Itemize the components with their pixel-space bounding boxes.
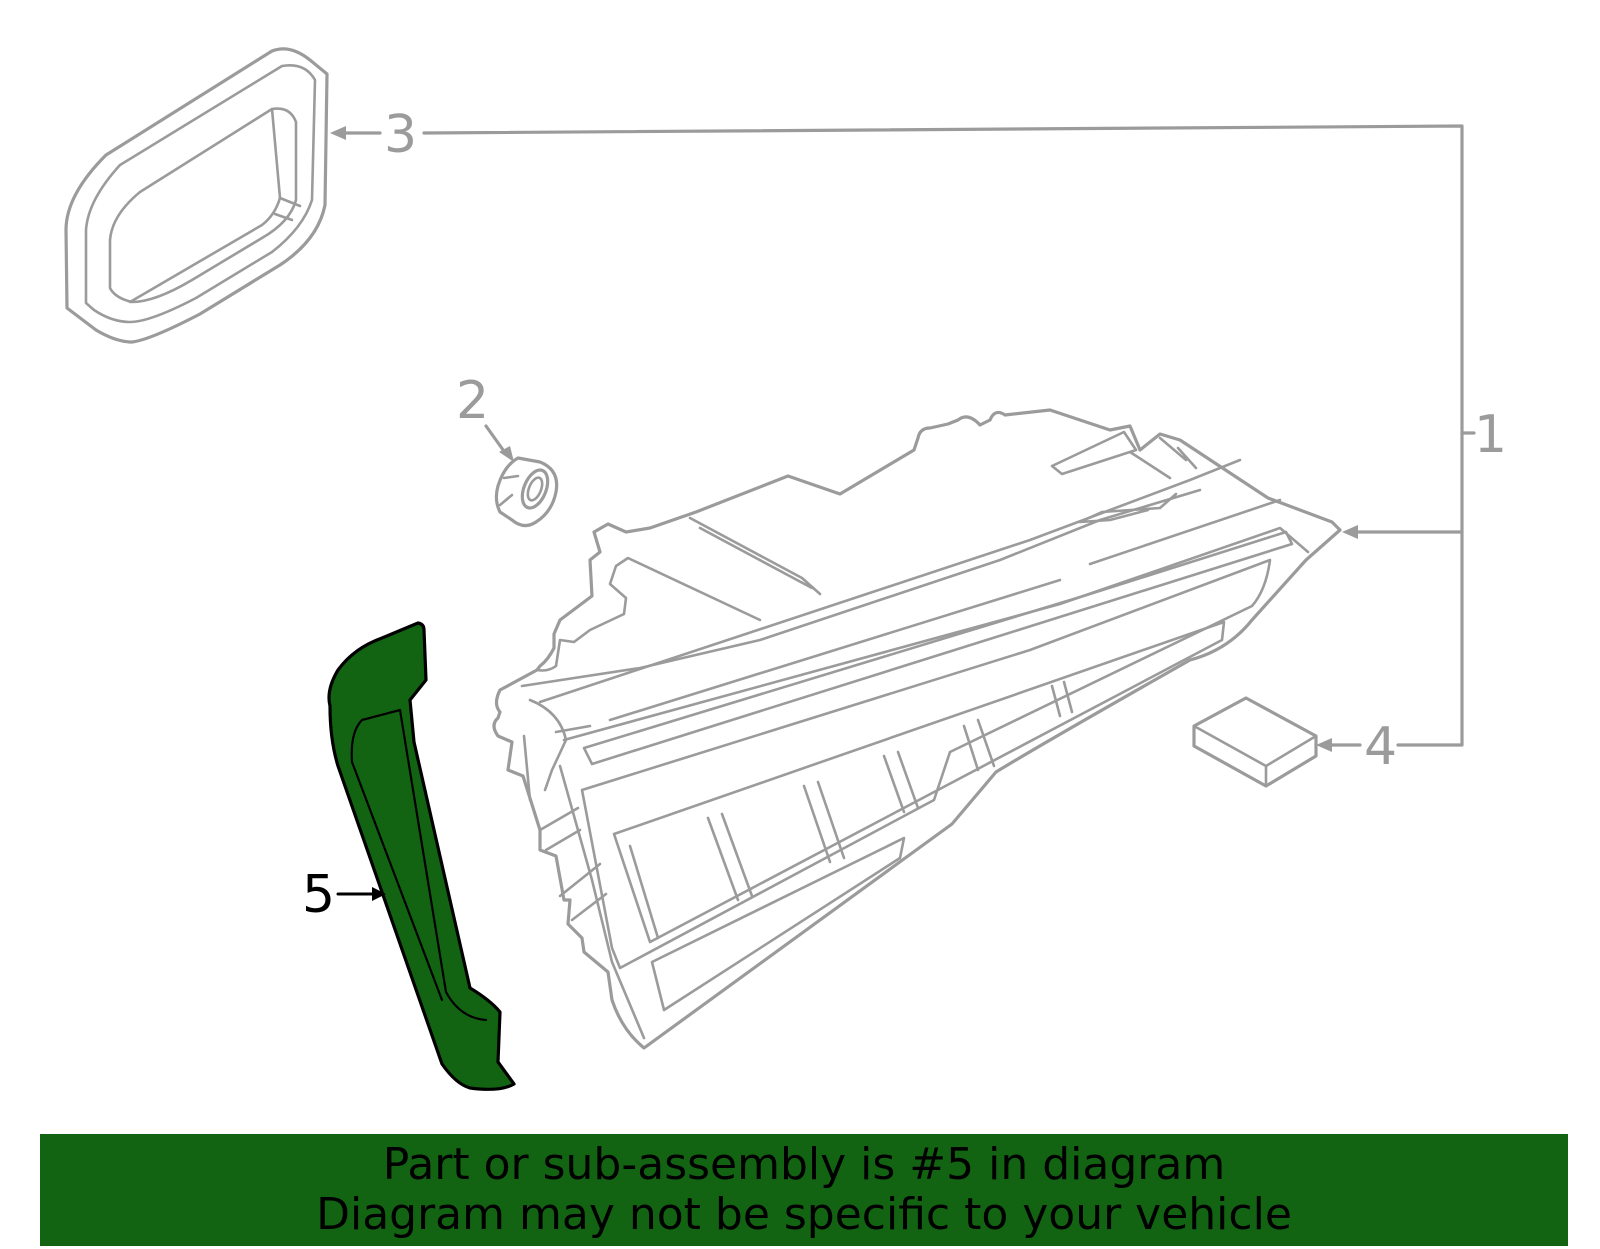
callout-5: 5 — [302, 865, 335, 925]
callout-2: 2 — [456, 371, 489, 431]
banner-line-1: Part or sub-assembly is #5 in diagram — [382, 1139, 1226, 1190]
part-2-nut — [494, 456, 559, 528]
arrow-4-icon — [1316, 738, 1332, 752]
arrow-5-icon — [372, 887, 386, 901]
arrow-3-icon — [330, 126, 346, 140]
banner-line-2: Diagram may not be specific to your vehi… — [316, 1189, 1292, 1240]
arrow-1-icon — [1342, 525, 1358, 539]
callout-1: 1 — [1474, 405, 1507, 465]
part-3-gasket — [64, 47, 329, 344]
arrow-2-icon — [499, 446, 514, 462]
part-5-trim-highlighted — [327, 621, 516, 1091]
part-1-tail-lamp — [492, 408, 1342, 1050]
part-4-module — [1192, 696, 1318, 788]
callout-3: 3 — [384, 105, 417, 165]
info-banner: Part or sub-assembly is #5 in diagram Di… — [40, 1134, 1568, 1246]
callout-4: 4 — [1364, 717, 1397, 777]
leader-lines — [330, 124, 1476, 901]
